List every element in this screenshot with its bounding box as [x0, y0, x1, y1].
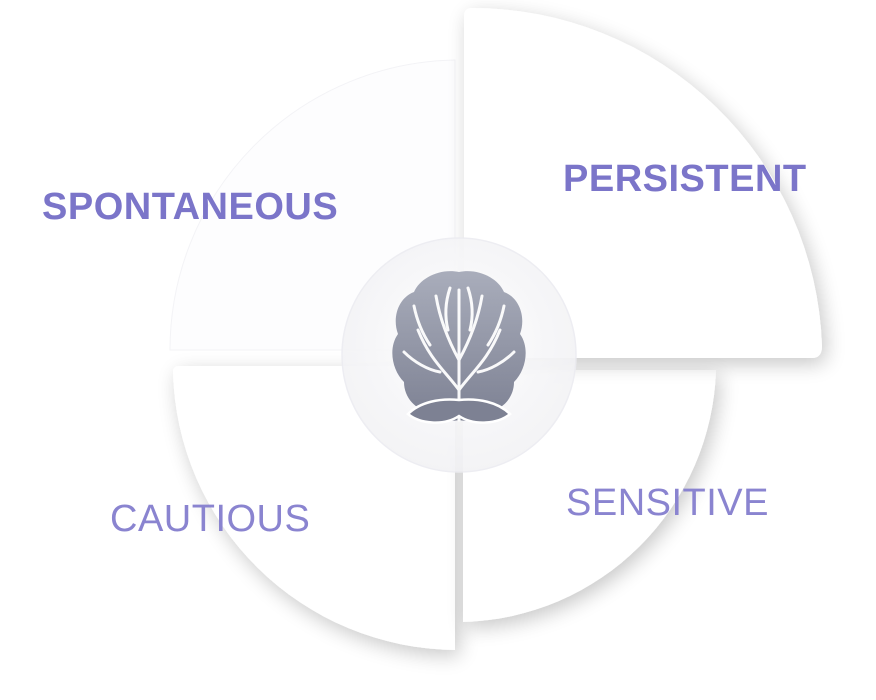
label-spontaneous: SPONTANEOUS: [42, 186, 339, 228]
brain-tree-icon: [392, 271, 526, 424]
label-sensitive: SENSITIVE: [566, 482, 769, 524]
label-persistent: PERSISTENT: [563, 158, 807, 200]
quadrant-panel-persistent: [464, 7, 822, 359]
label-cautious: CAUTIOUS: [110, 498, 311, 540]
